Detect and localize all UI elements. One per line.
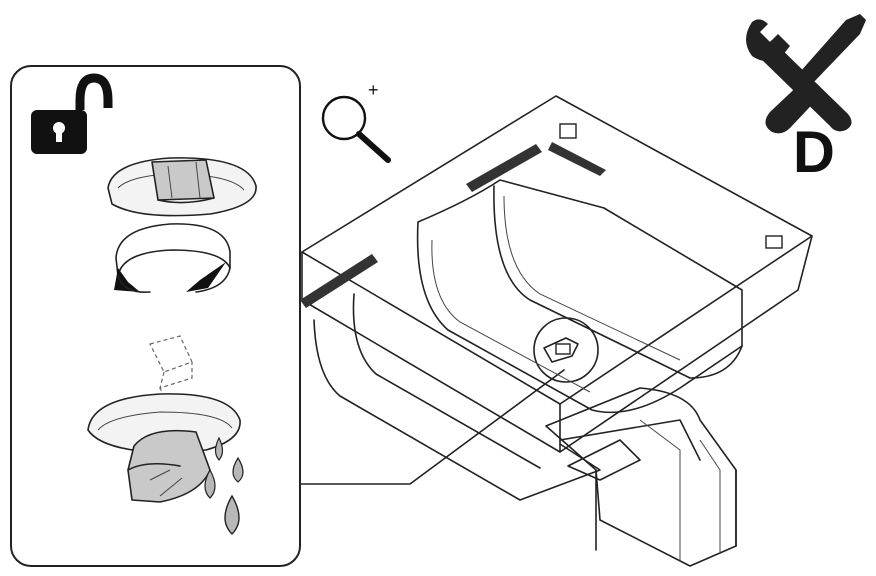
step-letter: D	[793, 120, 835, 185]
zoom-plus-sign: +	[368, 80, 379, 100]
drain-valve-open	[87, 393, 241, 503]
mounting-clip-right	[765, 235, 783, 249]
vent-grille-left	[300, 254, 378, 308]
drain-valve-closed	[107, 157, 257, 217]
water-drops-icon	[204, 436, 244, 535]
callout-leader-line	[299, 369, 565, 485]
wrench-screwdriver-icon: D	[746, 14, 866, 185]
duct-outlet-detail	[555, 343, 571, 355]
mounting-clip-top	[559, 123, 577, 139]
magnifier-zoom-icon: +	[321, 80, 391, 163]
extraction-duct	[313, 179, 743, 567]
vent-grille-middle	[466, 144, 542, 192]
cooktop-underside	[300, 95, 813, 453]
unlock-icon	[31, 73, 113, 154]
rotate-arrows-icon	[114, 223, 231, 293]
vent-grille-right	[548, 142, 606, 176]
